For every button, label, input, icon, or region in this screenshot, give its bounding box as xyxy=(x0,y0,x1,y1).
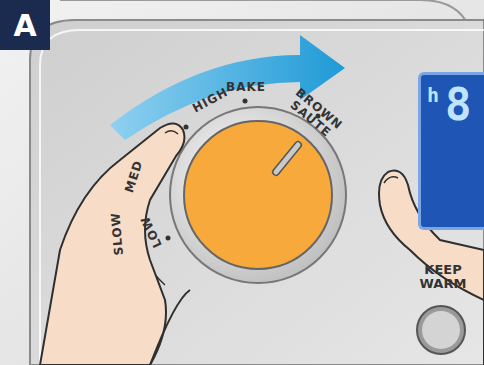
step-badge: A xyxy=(0,0,50,50)
button-label: KEEP WARM xyxy=(418,263,468,290)
position-dot xyxy=(166,236,171,241)
thumbnail xyxy=(165,131,178,134)
dial-indicator xyxy=(276,145,298,172)
step-letter: A xyxy=(13,8,36,43)
finger-line xyxy=(150,290,190,365)
position-dot xyxy=(243,99,248,104)
position-dot xyxy=(184,125,189,130)
keep-warm-button xyxy=(417,306,465,354)
keep-warm-button xyxy=(422,311,460,349)
display-digit: 8 xyxy=(445,83,472,127)
dial-indicator xyxy=(276,145,298,172)
dial-knob xyxy=(184,121,332,269)
display-digit: h xyxy=(427,83,439,107)
left-hand xyxy=(40,123,184,365)
panel-highlight xyxy=(40,30,484,365)
control-panel xyxy=(30,20,484,365)
thumbnail xyxy=(384,177,398,183)
display-screen: h8 xyxy=(418,72,484,230)
dial-label: BAKE xyxy=(226,80,266,94)
